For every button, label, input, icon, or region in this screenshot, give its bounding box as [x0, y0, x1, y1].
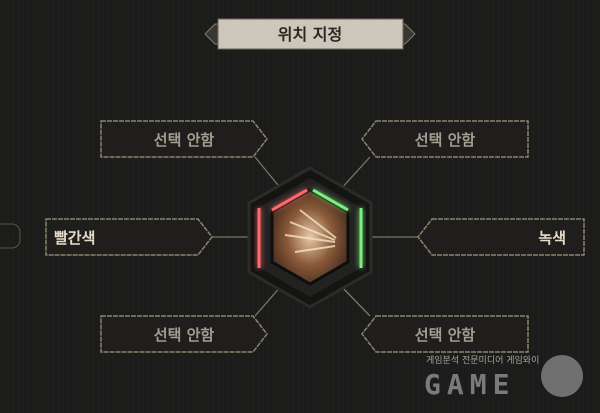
color-hexagon[interactable] [247, 166, 373, 309]
slot-frame [100, 120, 268, 158]
watermark: 게임분석 전문미디어 게임와이 GAME [424, 354, 583, 401]
slot-label: 빨간색 [54, 229, 95, 247]
page-title: 위치 지정 [278, 25, 342, 44]
slot-label: 선택 안함 [154, 131, 215, 149]
slot-frame [100, 315, 268, 353]
side-tab[interactable] [0, 223, 21, 249]
slot-frame [361, 315, 529, 353]
slot-label: 선택 안함 [154, 326, 215, 344]
core-effect [270, 188, 350, 286]
slot-label: 선택 안함 [415, 131, 476, 149]
svg-text:게임분석 전문미디어 게임와이: 게임분석 전문미디어 게임와이 [426, 354, 539, 366]
slot-frame [45, 218, 213, 256]
slot-frame [361, 120, 529, 158]
slot-middle-right[interactable]: 녹색 [417, 218, 585, 256]
red-glow-indicator [257, 188, 308, 268]
slot-top-left[interactable]: 선택 안함 [100, 120, 268, 158]
slot-top-right[interactable]: 선택 안함 [361, 120, 529, 158]
slot-label: 선택 안함 [415, 326, 476, 344]
slot-middle-left[interactable]: 빨간색 [45, 218, 213, 256]
watermark-logo: GAME [424, 368, 515, 401]
green-glow-indicator [312, 188, 363, 268]
slot-frame [417, 218, 585, 256]
slot-bottom-right[interactable]: 선택 안함 [361, 315, 529, 353]
title-banner: 위치 지정 [204, 18, 416, 50]
slot-label: 녹색 [538, 229, 566, 247]
slot-bottom-left[interactable]: 선택 안함 [100, 315, 268, 353]
spark-effect [284, 209, 337, 253]
